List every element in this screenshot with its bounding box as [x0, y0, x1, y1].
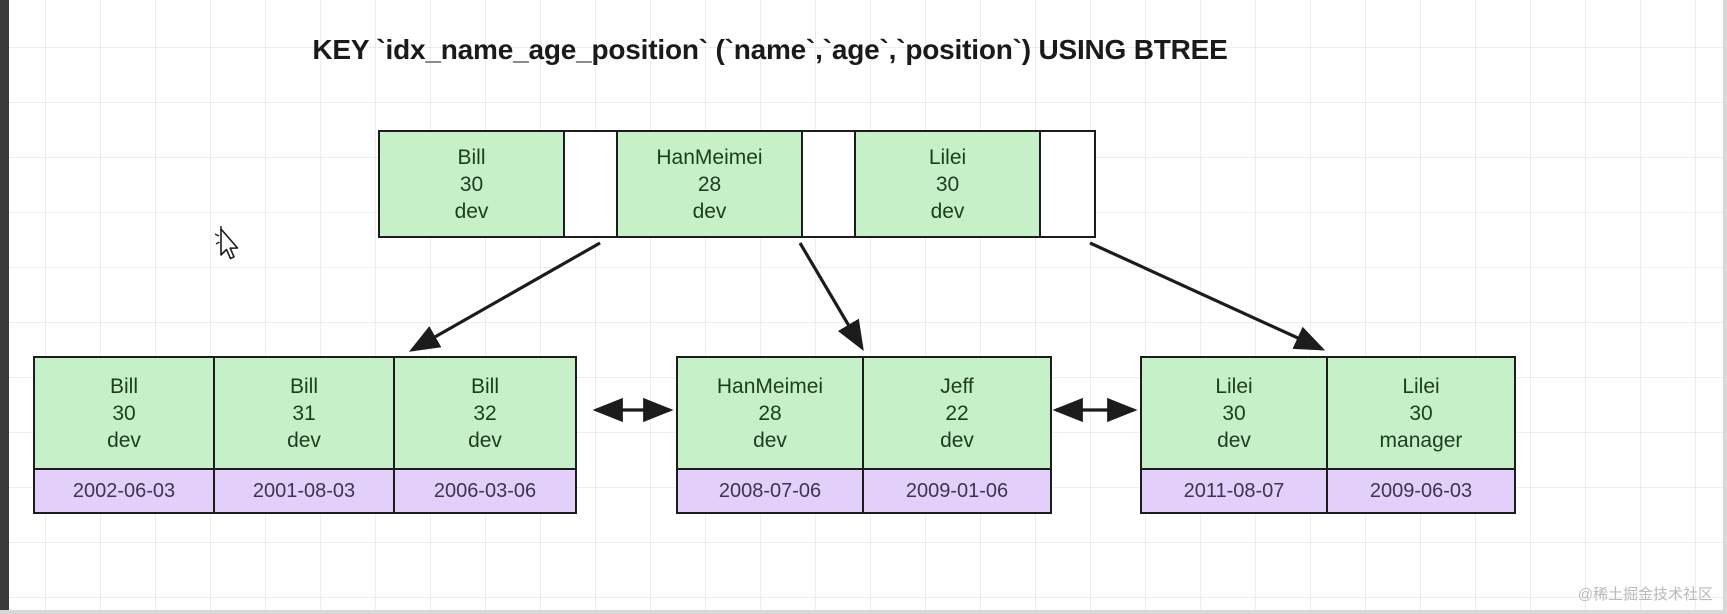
leaf-left-key-row: Bill 30 dev Bill 31 dev Bill 32 dev [35, 358, 575, 470]
leaf-left-name-0: Bill [109, 374, 138, 398]
leaf-middle-age-0: 28 [758, 401, 782, 425]
leaf-right-position-1: manager [1379, 428, 1463, 452]
leaf-left-age-1: 31 [292, 401, 316, 425]
leaf-right-date-row: 2011-08-07 2009-06-03 [1142, 470, 1514, 512]
leaf-left-name-2: Bill [470, 374, 499, 398]
leaf-node-right: Lilei 30 dev Lilei 30 manager 2011-08-07… [1140, 356, 1516, 514]
root-pointer-cell-2 [1041, 132, 1094, 236]
root-key-cell-0: Bill 30 dev [380, 132, 565, 236]
leaf-middle-position-1: dev [940, 428, 974, 452]
leaf-middle-name-1: Jeff [940, 374, 974, 398]
diagram-title: KEY `idx_name_age_position` (`name`,`age… [312, 34, 1228, 65]
leaf-right-key-row: Lilei 30 dev Lilei 30 manager [1142, 358, 1514, 470]
mouse-cursor-icon [214, 226, 239, 260]
leaf-middle-date-row: 2008-07-06 2009-01-06 [678, 470, 1050, 512]
leaf-right-key-cell-0: Lilei 30 dev [1142, 358, 1328, 468]
leaf-left-date-1: 2001-08-03 [215, 470, 395, 512]
root-pointer-cell-0 [565, 132, 618, 236]
leaf-middle-key-row: HanMeimei 28 dev Jeff 22 dev [678, 358, 1050, 470]
root-key-position-1: dev [692, 199, 727, 223]
leaf-left-position-2: dev [468, 428, 502, 452]
leaf-right-position-0: dev [1217, 428, 1251, 452]
leaf-middle-key-cell-0: HanMeimei 28 dev [678, 358, 864, 468]
root-key-cell-2: Lilei 30 dev [856, 132, 1041, 236]
left-gutter [0, 0, 9, 614]
leaf-left-name-1: Bill [289, 374, 318, 398]
leaf-middle-name-0: HanMeimei [716, 374, 824, 398]
leaf-left-key-cell-0: Bill 30 dev [35, 358, 215, 468]
leaf-left-position-0: dev [107, 428, 141, 452]
root-key-position-2: dev [930, 199, 965, 223]
bottom-gutter [0, 610, 1727, 614]
leaf-node-left: Bill 30 dev Bill 31 dev Bill 32 dev 2002… [33, 356, 577, 514]
leaf-left-date-2: 2006-03-06 [395, 470, 575, 512]
root-key-name-2: Lilei [928, 145, 967, 169]
root-key-cell-1: HanMeimei 28 dev [618, 132, 803, 236]
leaf-middle-date-1: 2009-01-06 [864, 470, 1050, 512]
leaf-right-key-cell-1: Lilei 30 manager [1328, 358, 1514, 468]
leaf-right-name-1: Lilei [1402, 374, 1440, 398]
leaf-left-key-cell-2: Bill 32 dev [395, 358, 575, 468]
root-pointer-cell-1 [803, 132, 856, 236]
root-key-age-0: 30 [459, 172, 484, 196]
leaf-middle-position-0: dev [753, 428, 787, 452]
leaf-left-date-0: 2002-06-03 [35, 470, 215, 512]
root-key-name-1: HanMeimei [656, 145, 763, 169]
leaf-middle-age-1: 22 [945, 401, 969, 425]
root-key-name-0: Bill [457, 145, 486, 169]
leaf-right-age-0: 30 [1222, 401, 1246, 425]
leaf-middle-date-0: 2008-07-06 [678, 470, 864, 512]
leaf-left-key-cell-1: Bill 31 dev [215, 358, 395, 468]
leaf-right-age-1: 30 [1409, 401, 1433, 425]
watermark-label: @稀土掘金技术社区 [1577, 586, 1713, 603]
leaf-right-date-0: 2011-08-07 [1142, 470, 1328, 512]
right-gutter [1723, 0, 1727, 614]
leaf-left-age-0: 30 [112, 401, 136, 425]
leaf-left-position-1: dev [287, 428, 321, 452]
leaf-right-name-0: Lilei [1215, 374, 1253, 398]
root-key-age-2: 30 [935, 172, 960, 196]
leaf-left-date-row: 2002-06-03 2001-08-03 2006-03-06 [35, 470, 575, 512]
leaf-left-age-2: 32 [473, 401, 497, 425]
leaf-right-date-1: 2009-06-03 [1328, 470, 1514, 512]
root-key-age-1: 28 [697, 172, 722, 196]
leaf-middle-key-cell-1: Jeff 22 dev [864, 358, 1050, 468]
root-node: Bill 30 dev HanMeimei 28 dev Lilei 30 de… [378, 130, 1096, 238]
leaf-node-middle: HanMeimei 28 dev Jeff 22 dev 2008-07-06 … [676, 356, 1052, 514]
root-key-position-0: dev [454, 199, 489, 223]
